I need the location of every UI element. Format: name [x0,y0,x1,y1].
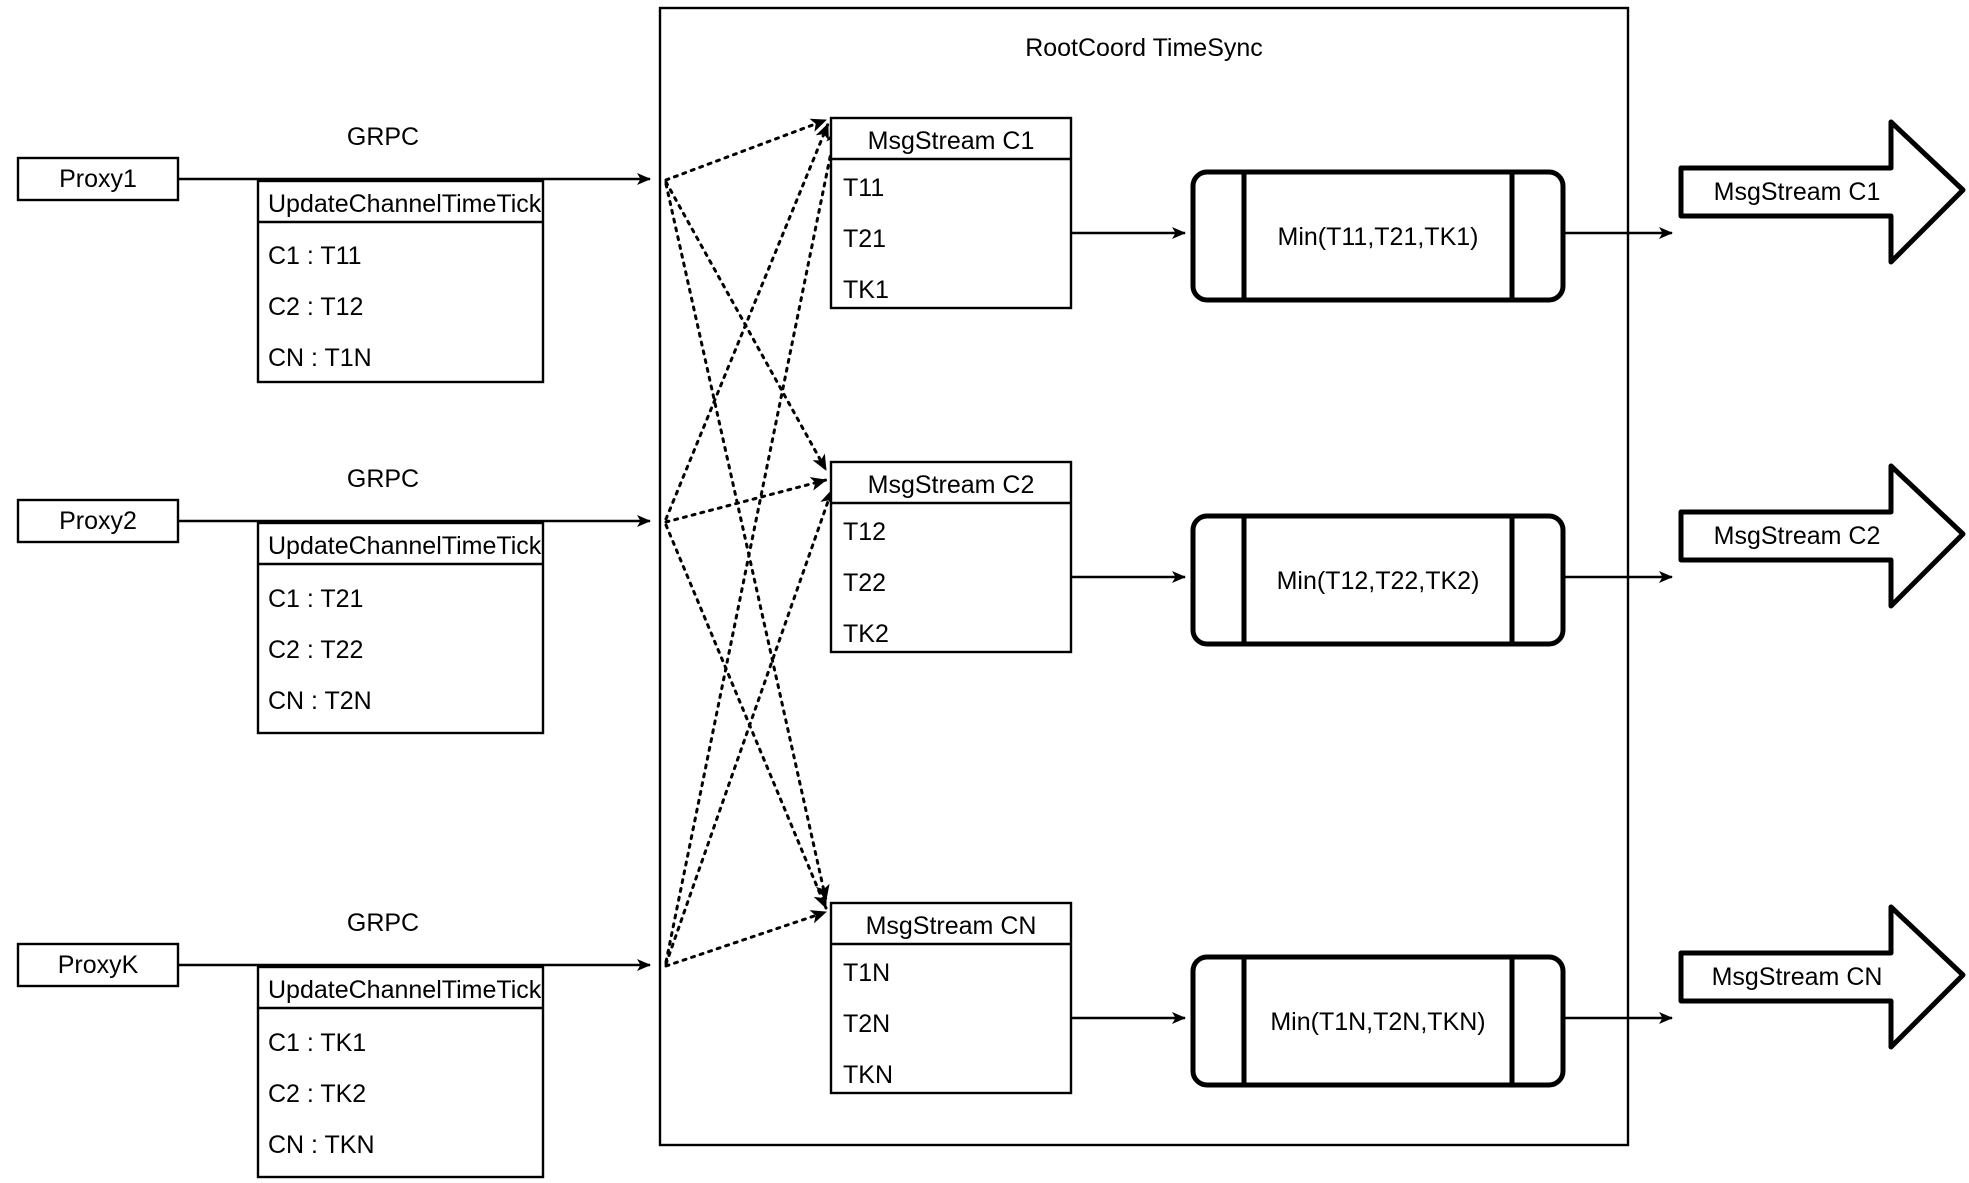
timetick-table-3 [256,965,545,1179]
timetick-header-2: UpdateChannelTimeTick [268,532,542,560]
min-label-1: Min(T11,T21,TK1) [1278,223,1479,251]
msgstream-header-1: MsgStream C1 [868,127,1035,155]
timetick-table-2 [256,521,545,735]
msgstream-entry-1-2: TK1 [843,276,889,304]
min-label-3: Min(T1N,T2N,TKN) [1270,1008,1485,1036]
msgstream-table-1 [829,116,1073,310]
fanout-p1-c1 [664,118,828,182]
proxy-label-1: Proxy1 [59,165,137,193]
output-label-2: MsgStream C2 [1714,522,1881,550]
grpc-label-3: GRPC [347,909,419,937]
fanout-pk-c1 [664,126,840,964]
msgstream-header-2: MsgStream C2 [868,471,1035,499]
proxy-label-3: ProxyK [58,951,139,979]
output-label-1: MsgStream C1 [1714,178,1881,206]
min-label-2: Min(T12,T22,TK2) [1277,567,1480,595]
timetick-entry-2-1: C2 : T22 [268,636,363,664]
min-process-box-1 [1190,169,1566,303]
output-block-arrow-3 [1678,904,1966,1050]
timetick-entry-1-1: C2 : T12 [268,293,363,321]
timetick-entry-2-0: C1 : T21 [268,585,363,613]
msgstream-entry-3-0: T1N [843,959,890,987]
msgstream-entry-2-0: T12 [843,518,886,546]
timetick-entry-3-2: CN : TKN [268,1131,375,1159]
msgstream-table-3 [829,901,1073,1095]
fanout-pk-c2 [664,488,834,966]
fanout-p1-cn [664,182,830,902]
timetick-entry-3-0: C1 : TK1 [268,1029,366,1057]
timetick-header-1: UpdateChannelTimeTick [268,190,542,218]
msgstream-entry-1-0: T11 [843,174,884,202]
msgstream-entry-2-1: T22 [843,569,886,597]
timetick-table-1 [256,179,545,384]
msgstream-entry-3-1: T2N [843,1010,890,1038]
output-label-3: MsgStream CN [1712,963,1883,991]
grpc-label-1: GRPC [347,123,419,151]
timetick-entry-1-0: C1 : T11 [268,242,362,270]
timetick-header-3: UpdateChannelTimeTick [268,976,542,1004]
timetick-entry-1-2: CN : T1N [268,344,372,372]
timetick-entry-3-1: C2 : TK2 [268,1080,366,1108]
output-block-arrow-1 [1678,119,1966,265]
proxy-label-2: Proxy2 [59,507,137,535]
timetick-entry-2-2: CN : T2N [268,687,372,715]
container-title: RootCoord TimeSync [1025,34,1263,62]
msgstream-header-3: MsgStream CN [866,912,1037,940]
msgstream-table-2 [829,460,1073,654]
msgstream-entry-2-2: TK2 [843,620,889,648]
fanout-p2-cn [664,523,828,910]
output-block-arrow-2 [1678,463,1966,609]
grpc-label-2: GRPC [347,465,419,493]
msgstream-entry-1-1: T21 [843,225,886,253]
proxy-box-2[interactable] [16,498,180,544]
fanout-p2-c1 [664,122,830,521]
fanout-pk-cn [664,910,828,968]
min-process-box-3 [1190,954,1566,1088]
proxy-box-1[interactable] [16,156,180,202]
msgstream-entry-3-2: TKN [843,1061,893,1089]
min-process-box-2 [1190,513,1566,647]
fanout-p2-c2 [664,477,828,524]
